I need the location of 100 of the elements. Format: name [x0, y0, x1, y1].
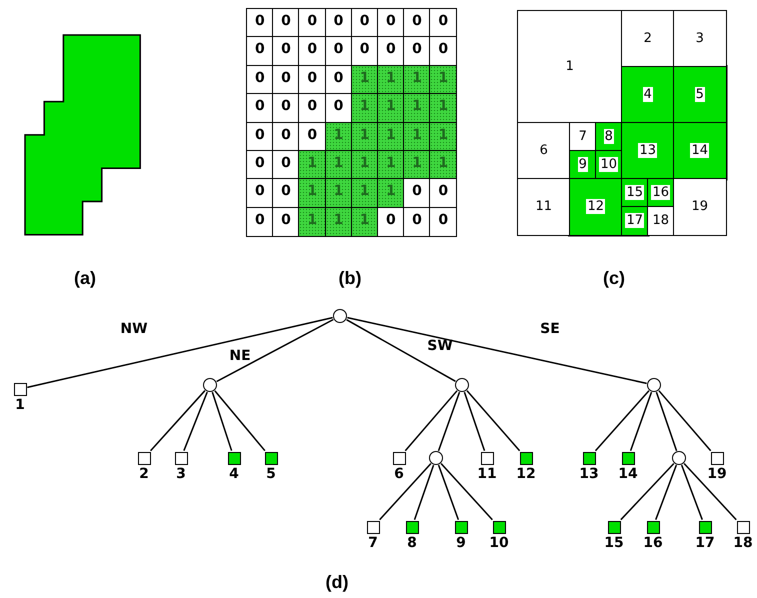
- quadrant-block: [621, 66, 674, 124]
- quadrant-block: [673, 178, 726, 236]
- tree-node-circle: [455, 378, 469, 392]
- tree-edge: [379, 463, 432, 520]
- edge-label: SE: [539, 321, 561, 337]
- tree-edge: [680, 464, 703, 520]
- tree-node-circle: [647, 378, 661, 392]
- block-number: 6: [538, 143, 549, 158]
- tree-edge: [216, 318, 334, 382]
- block-number: 15: [625, 185, 644, 200]
- tree-edge: [150, 390, 206, 452]
- leaf-number: 13: [578, 466, 600, 482]
- grid-cell: 0: [246, 93, 274, 124]
- grid-cell: 1: [429, 93, 458, 124]
- quadrant-block: [517, 178, 570, 236]
- leaf-number: 19: [706, 466, 728, 482]
- leaf-number: 8: [406, 534, 418, 550]
- leaf-number: 3: [175, 466, 187, 482]
- tree-edge: [620, 462, 674, 520]
- grid-cell: 0: [246, 36, 274, 66]
- grid-cell: 0: [272, 93, 300, 124]
- edge-label: NW: [119, 321, 149, 337]
- leaf-number: 5: [265, 466, 277, 482]
- block-number: 5: [694, 87, 705, 102]
- block-number: 19: [690, 199, 710, 214]
- grid-cell: 1: [377, 93, 405, 124]
- grid-cell: 1: [324, 206, 352, 237]
- panel-caption: (d): [324, 572, 350, 593]
- block-number: 1: [564, 59, 575, 74]
- tree-edge: [440, 463, 493, 520]
- quadrant-block: [621, 122, 674, 180]
- quadrant-block: [621, 10, 674, 68]
- leaf-number: 15: [603, 534, 625, 550]
- tree-edge: [464, 392, 486, 451]
- block-number: 17: [625, 213, 644, 228]
- tree-edge: [404, 390, 458, 452]
- leaf-number: 10: [488, 534, 510, 550]
- tree-edge: [214, 390, 266, 452]
- quadrant-block: [621, 206, 648, 236]
- grid-cell: 0: [246, 178, 274, 208]
- block-number: 13: [638, 143, 658, 158]
- quadrant-block: [517, 122, 570, 180]
- panel-caption: (c): [602, 268, 626, 289]
- block-number: 4: [642, 87, 653, 102]
- grid-cell: 0: [298, 8, 326, 38]
- block-number: 14: [690, 143, 710, 158]
- leaf-number: 18: [732, 534, 754, 550]
- tree-edge: [466, 390, 520, 452]
- tree-edge: [347, 316, 647, 384]
- block-number: 9: [578, 157, 588, 172]
- panel-caption: (a): [73, 268, 97, 289]
- leaf-number: 2: [138, 466, 150, 482]
- panel-caption: (b): [338, 268, 362, 289]
- grid-cell: 1: [298, 150, 326, 180]
- grid-cell: 0: [272, 36, 300, 66]
- grid-cell: 1: [350, 178, 378, 208]
- block-number: 8: [604, 129, 614, 144]
- grid-cell: 0: [429, 206, 458, 237]
- tree-edge: [212, 392, 232, 451]
- tree-edge: [183, 392, 208, 451]
- grid-cell: 0: [429, 36, 458, 66]
- block-number: 12: [586, 199, 606, 214]
- tree-edge: [438, 464, 460, 520]
- leaf-number: 1: [14, 396, 26, 412]
- leaf-number: 14: [617, 466, 639, 482]
- tree-node-circle: [429, 451, 443, 465]
- leaf-number: 7: [367, 534, 379, 550]
- leaf-number: 12: [515, 466, 537, 482]
- leaf-number: 6: [393, 466, 405, 482]
- quadrant-block: [569, 178, 622, 236]
- leaf-number: 11: [476, 466, 498, 482]
- tree-edge: [594, 390, 650, 452]
- tree-edge: [656, 392, 678, 452]
- quadrant-block: [647, 206, 674, 236]
- grid-cell: 0: [429, 8, 458, 38]
- block-number: 2: [642, 31, 653, 46]
- tree-edge: [684, 462, 737, 520]
- grid-cell: 1: [350, 206, 378, 237]
- tree-edge: [346, 319, 456, 382]
- tree-edge: [658, 390, 712, 452]
- block-number: 18: [651, 213, 670, 228]
- edge-label: NE: [228, 348, 252, 364]
- tree-edge: [414, 464, 434, 520]
- block-number: 3: [694, 31, 705, 46]
- grid-cell: 0: [403, 178, 431, 208]
- block-number: 10: [599, 157, 618, 172]
- grid-cell: 0: [246, 206, 274, 237]
- block-number: 16: [651, 185, 670, 200]
- grid-cell: 1: [350, 93, 378, 124]
- grid-cell: 0: [272, 206, 300, 237]
- tree-edge: [655, 464, 678, 520]
- quadrant-block: [673, 10, 726, 68]
- grid-cell: 1: [429, 150, 458, 180]
- quadrant-block: [517, 10, 622, 124]
- tree-edge: [27, 316, 333, 388]
- grid-cell: 0: [298, 36, 326, 66]
- block-number: 7: [578, 129, 588, 144]
- grid-cell: 1: [377, 178, 405, 208]
- block-number: 11: [534, 199, 554, 214]
- leaf-number: 9: [455, 534, 467, 550]
